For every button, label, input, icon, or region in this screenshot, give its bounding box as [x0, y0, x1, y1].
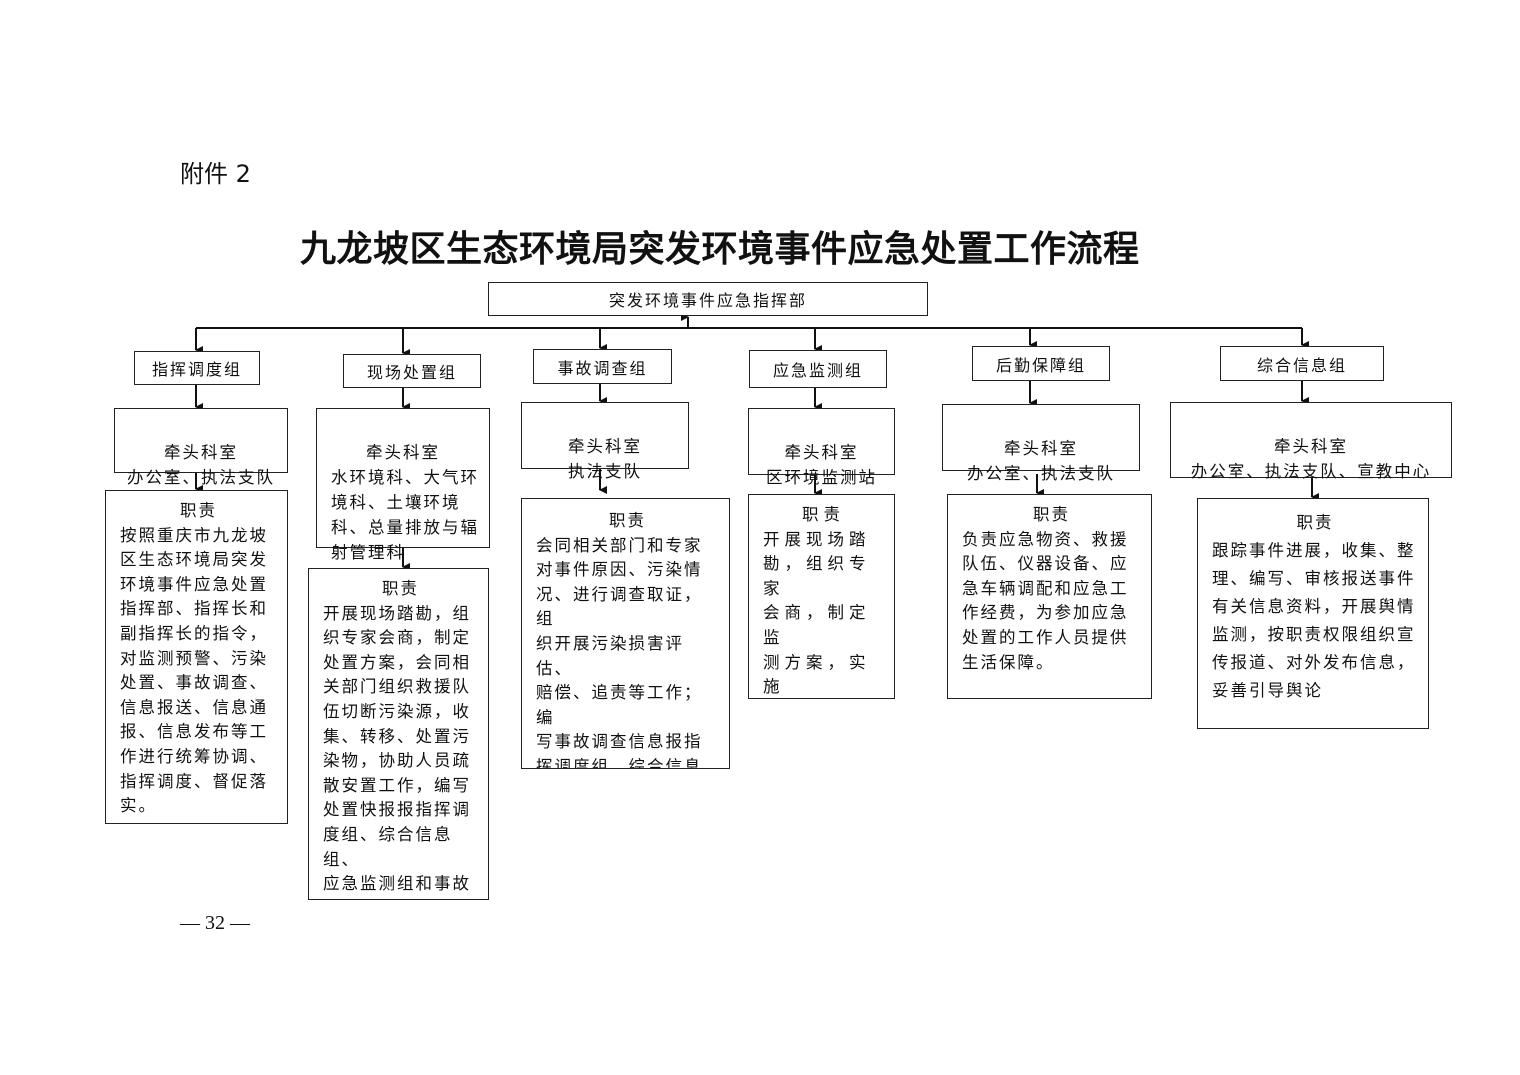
- lead-box-dispatch: 牵头科室办公室、执法支队: [114, 408, 288, 487]
- duty-heading: 职责: [180, 501, 217, 520]
- duty-box-dispatch: 职责按照重庆市九龙坡 区生态环境局突发 环境事件应急处置 指挥部、指挥长和 副指…: [105, 490, 288, 824]
- duty-box-onsite: 职责开展现场踏勘，组 织专家会商，制定 处置方案，会同相 关部门组织救援队 伍切…: [308, 568, 489, 900]
- lead-departments: 办公室、执法支队: [127, 468, 275, 487]
- lead-box-monitoring: 牵头科室区环境监测站: [748, 408, 895, 487]
- duty-heading: 职责: [609, 511, 646, 530]
- group-box-monitoring: 应急监测组: [749, 350, 887, 388]
- lead-box-information: 牵头科室办公室、执法支队、宣教中心: [1170, 402, 1452, 481]
- duty-heading: 职责: [802, 505, 845, 524]
- page-number: — 32 —: [180, 912, 250, 934]
- duty-box-investigation: 职责会同相关部门和专家 对事件原因、污染情 况、进行调查取证，组 织开展污染损害…: [521, 498, 730, 769]
- group-box-investigation: 事故调查组: [533, 349, 672, 384]
- group-box-onsite: 现场处置组: [343, 354, 481, 388]
- headquarters-box: 突发环境事件应急指挥部: [488, 282, 928, 316]
- lead-box-investigation: 牵头科室执法支队: [521, 402, 689, 481]
- duty-text: 开展现场踏 勘，组织专家 会商，制定监 测方案，实施 应急监测，进 行污染动态预…: [763, 529, 871, 697]
- duty-heading: 职责: [382, 579, 419, 598]
- lead-departments: 办公室、执法支队、宣教中心: [1190, 462, 1432, 481]
- duty-box-information: 职责跟踪事件进展，收集、整 理、编写、审核报送事件 有关信息资料，开展舆情 监测…: [1197, 498, 1429, 729]
- duty-box-logistics: 职责负责应急物资、救援 队伍、仪器设备、应 急车辆调配和应急工 作经费，为参加应…: [947, 494, 1152, 699]
- lead-heading: 牵头科室: [1004, 439, 1078, 458]
- duty-text: 会同相关部门和专家 对事件原因、污染情 况、进行调查取证，组 织开展污染损害评估…: [536, 535, 703, 769]
- page-title: 九龙坡区生态环境局突发环境事件应急处置工作流程: [300, 229, 1140, 270]
- group-box-logistics: 后勤保障组: [972, 346, 1110, 381]
- lead-heading: 牵头科室: [568, 437, 642, 456]
- duty-text: 按照重庆市九龙坡 区生态环境局突发 环境事件应急处置 指挥部、指挥长和 副指挥长…: [120, 525, 268, 816]
- duty-heading: 职责: [1296, 513, 1334, 532]
- lead-heading: 牵头科室: [1274, 437, 1348, 456]
- lead-departments: 区环境监测站: [766, 468, 877, 487]
- lead-departments: 水环境科、大气环 境科、土壤环境 科、总量排放与辐 射管理科: [331, 468, 479, 562]
- duty-heading: 职责: [1033, 505, 1070, 524]
- attachment-label: 附件 2: [180, 160, 251, 188]
- lead-heading: 牵头科室: [366, 443, 440, 462]
- duty-text: 跟踪事件进展，收集、整 理、编写、审核报送事件 有关信息资料，开展舆情 监测，按…: [1212, 541, 1416, 700]
- lead-departments: 执法支队: [568, 462, 642, 481]
- lead-departments: 办公室、执法支队: [967, 464, 1115, 483]
- group-box-information: 综合信息组: [1220, 346, 1384, 381]
- duty-text: 负责应急物资、救援 队伍、仪器设备、应 急车辆调配和应急工 作经费，为参加应急 …: [962, 529, 1129, 672]
- lead-box-onsite: 牵头科室水环境科、大气环 境科、土壤环境 科、总量排放与辐 射管理科: [316, 408, 490, 562]
- duty-text: 开展现场踏勘，组 织专家会商，制定 处置方案，会同相 关部门组织救援队 伍切断污…: [323, 603, 471, 899]
- lead-heading: 牵头科室: [164, 443, 238, 462]
- lead-box-logistics: 牵头科室办公室、执法支队: [942, 404, 1140, 483]
- lead-heading: 牵头科室: [784, 443, 859, 462]
- group-box-dispatch: 指挥调度组: [134, 351, 260, 385]
